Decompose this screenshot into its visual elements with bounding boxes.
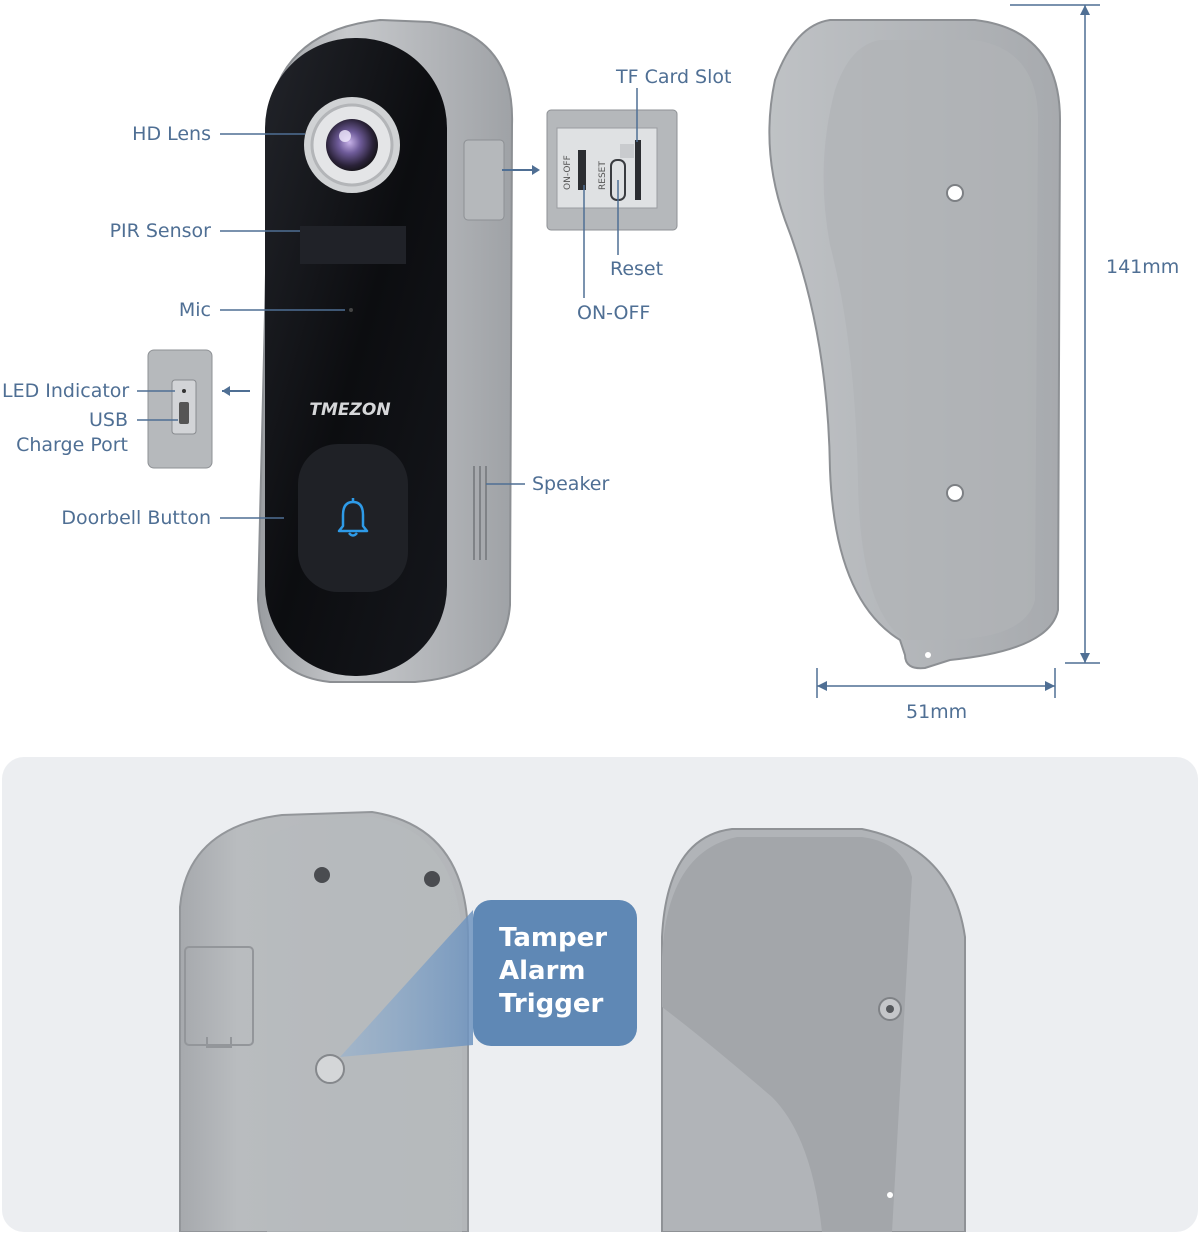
label-reset: Reset: [610, 258, 664, 280]
callout-line-1: Tamper: [499, 923, 608, 953]
doorbell-button: [298, 444, 408, 592]
bottom-panel: [2, 757, 1198, 1232]
product-illustration: ON-OFF RESET TMEZON: [137, 4, 1100, 698]
label-hd-lens: HD Lens: [132, 123, 211, 145]
wall-mount: [768, 19, 1062, 670]
usb-port-inset: [147, 349, 213, 469]
callout-line-3: Trigger: [499, 989, 604, 1019]
callout-line-2: Alarm: [499, 956, 586, 986]
switch-on-off-text: ON-OFF: [563, 155, 573, 190]
camera-lens-icon: [304, 97, 400, 193]
mic-hole: [349, 308, 353, 312]
brand-logo: TMEZON: [309, 400, 390, 420]
label-pir-sensor: PIR Sensor: [109, 220, 211, 242]
tamper-callout: Tamper Alarm Trigger: [473, 900, 637, 1046]
callout-beam: [340, 910, 473, 1057]
tf-card-inset: [546, 109, 678, 231]
label-charge-port: Charge Port: [16, 434, 128, 456]
tamper-illustration: [179, 810, 966, 1232]
pir-sensor: [300, 226, 406, 264]
label-usb: USB: [88, 409, 128, 431]
bell-icon: [337, 498, 369, 537]
label-mic: Mic: [178, 299, 211, 321]
leader-lines: [137, 88, 638, 519]
dimension-height: 141mm: [1106, 256, 1180, 278]
switch-reset-text: RESET: [598, 161, 608, 190]
dimension-width: 51mm: [906, 701, 968, 723]
label-on-off: ON-OFF: [577, 302, 651, 324]
label-speaker: Speaker: [532, 473, 610, 495]
label-tf-card-slot: TF Card Slot: [616, 66, 732, 88]
label-led-indicator: LED Indicator: [2, 380, 130, 402]
dimension-lines: [816, 4, 1100, 698]
tamper-switch: [315, 1054, 345, 1084]
label-doorbell-button: Doorbell Button: [61, 507, 211, 529]
